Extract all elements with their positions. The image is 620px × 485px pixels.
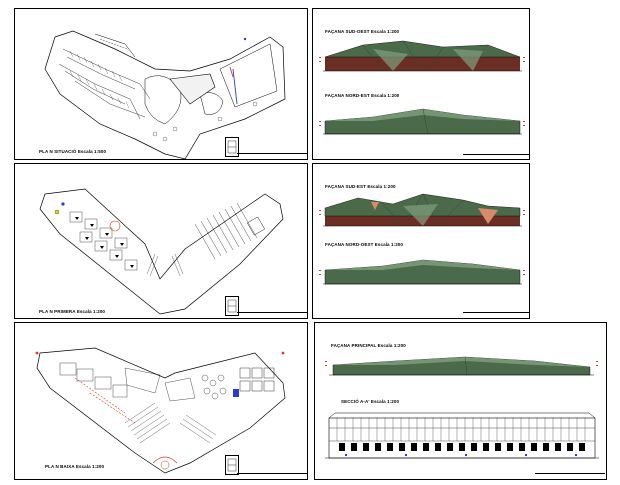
sheet-facades-2: FAÇANA SUD-EST Escala 1:200 FAÇANA NORD-… <box>312 163 530 319</box>
ground-floor-titleblock <box>225 455 239 475</box>
sheet-ground-floor-plan: PLA N BAIXA Escala 1:200 <box>14 322 308 480</box>
first-floor-drawing <box>39 188 284 315</box>
facade-sw-elevation <box>319 40 525 72</box>
sheet-facade-section: FAÇANA PRINCIPAL Escala 1:200 <box>314 322 607 480</box>
ground-floor-drawing <box>35 347 286 474</box>
facade-nw-elevation <box>319 259 525 285</box>
section-label: SECCIÓ A-A' Escala 1:200 <box>341 399 400 404</box>
facade-section-drawing <box>325 356 599 459</box>
facades-2-title-rule <box>463 312 529 313</box>
sheet-site-plan: PLA N SITUACIÓ Escala 1:500 <box>14 8 308 160</box>
facade-section-title-rule <box>535 473 605 474</box>
site-plan-titleblock <box>225 137 239 157</box>
facade-se-label: FAÇANA SUD-EST Escala 1:200 <box>325 184 396 189</box>
facade-sw-label: FAÇANA SUD-OEST Escala 1:200 <box>325 29 400 34</box>
first-floor-titleblock <box>225 296 239 316</box>
ground-floor-title-rule <box>237 473 307 474</box>
site-plan-label: PLA N SITUACIÓ Escala 1:500 <box>39 149 107 154</box>
site-plan-drawing <box>44 30 286 160</box>
site-plan-title-rule <box>237 153 307 154</box>
facades-2-drawing <box>319 193 525 285</box>
facade-se-elevation <box>319 193 525 227</box>
facades-1-title-rule <box>463 154 529 155</box>
facade-main-label: FAÇANA PRINCIPAL Escala 1:200 <box>331 343 406 348</box>
facade-ne-label: FAÇANA NORD-EST Escala 1:200 <box>325 93 400 98</box>
sheet-first-floor-plan: PLA N PRIMERA Escala 1:200 <box>14 163 308 319</box>
facade-ne-elevation <box>319 108 525 135</box>
sheet-facades-1: FAÇANA SUD-OEST Escala 1:200 FAÇANA NORD… <box>312 8 530 160</box>
section-a-a-drawing <box>325 412 599 459</box>
facades-1-drawing <box>319 40 525 135</box>
first-floor-label: PLA N PRIMERA Escala 1:200 <box>39 309 106 314</box>
ground-floor-label: PLA N BAIXA Escala 1:200 <box>45 464 105 469</box>
first-floor-title-rule <box>237 312 307 313</box>
facade-nw-label: FAÇANA NORD-OEST Escala 1:200 <box>325 242 404 247</box>
facade-main-elevation <box>325 356 598 376</box>
